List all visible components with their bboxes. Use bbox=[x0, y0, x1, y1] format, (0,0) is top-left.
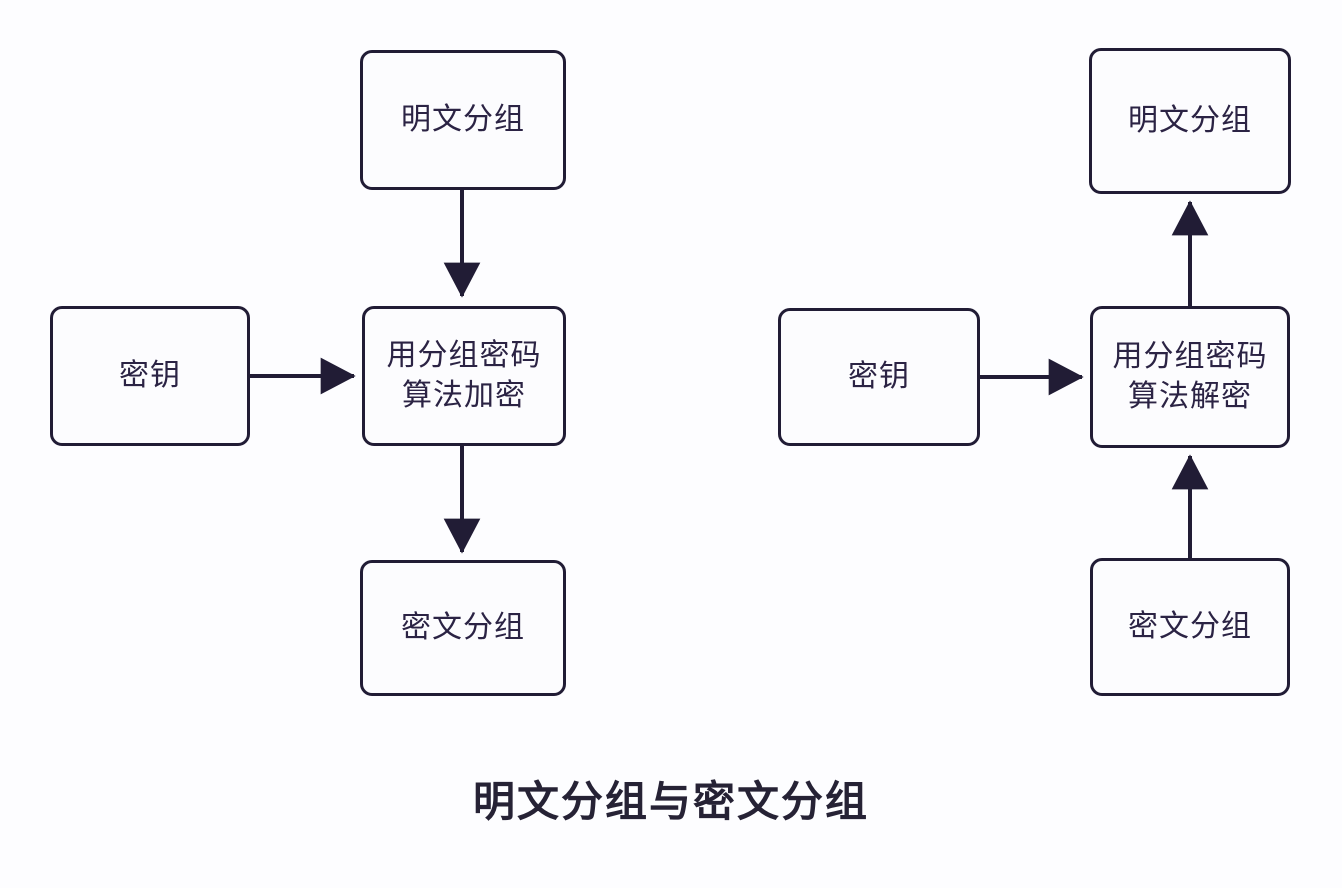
node-left-encrypt-label: 用分组密码 算法加密 bbox=[386, 338, 542, 413]
node-right-decrypt-label: 用分组密码 算法解密 bbox=[1112, 339, 1268, 414]
diagram-caption: 明文分组与密文分组 bbox=[472, 777, 869, 826]
node-right-ciphertext[interactable]: 密文分组 bbox=[1090, 558, 1290, 696]
node-left-key-label: 密钥 bbox=[119, 358, 181, 394]
node-right-plaintext[interactable]: 明文分组 bbox=[1089, 48, 1291, 194]
node-left-encrypt[interactable]: 用分组密码 算法加密 bbox=[362, 306, 566, 446]
node-right-plaintext-label: 明文分组 bbox=[1128, 103, 1252, 139]
node-left-key[interactable]: 密钥 bbox=[50, 306, 250, 446]
node-left-plaintext-label: 明文分组 bbox=[401, 102, 525, 138]
node-left-plaintext[interactable]: 明文分组 bbox=[360, 50, 566, 190]
node-right-decrypt[interactable]: 用分组密码 算法解密 bbox=[1090, 306, 1290, 448]
node-right-key-label: 密钥 bbox=[848, 359, 910, 395]
node-left-ciphertext[interactable]: 密文分组 bbox=[360, 560, 566, 696]
node-right-ciphertext-label: 密文分组 bbox=[1128, 609, 1252, 645]
node-right-key[interactable]: 密钥 bbox=[778, 308, 980, 446]
node-left-ciphertext-label: 密文分组 bbox=[401, 610, 525, 646]
